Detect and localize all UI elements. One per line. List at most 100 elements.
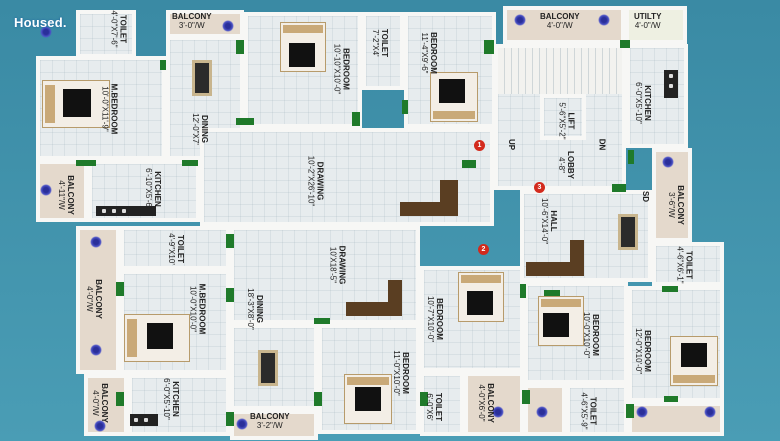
toilet-top-2 — [362, 12, 404, 90]
bed — [42, 80, 110, 128]
label-sd: SD — [641, 190, 651, 203]
sofa — [388, 280, 402, 316]
door — [352, 112, 360, 126]
plant-icon — [662, 156, 674, 168]
plant-icon — [90, 236, 102, 248]
plant-icon — [40, 26, 52, 38]
plant-icon — [598, 14, 610, 26]
door — [182, 160, 198, 166]
bed — [458, 272, 504, 322]
utility-room — [625, 6, 687, 44]
bedroom-bottom-1 — [420, 266, 524, 372]
door — [236, 118, 254, 125]
bed — [280, 22, 326, 72]
sofa — [440, 180, 458, 216]
bed — [124, 314, 190, 362]
label-dn: DN — [597, 138, 607, 151]
door — [544, 290, 560, 296]
toilet-top-left — [76, 10, 136, 58]
sofa — [570, 240, 584, 276]
door — [620, 40, 630, 48]
door — [628, 150, 634, 164]
plant-icon — [704, 406, 716, 418]
sofa — [526, 262, 584, 276]
brand-logo[interactable]: Housed. — [14, 15, 67, 30]
marker-3: 3 — [534, 182, 545, 193]
bed — [344, 374, 392, 424]
door — [314, 318, 330, 324]
kitchen-bottom — [128, 374, 230, 436]
staircase — [498, 48, 622, 94]
door — [522, 390, 530, 404]
door — [76, 160, 96, 166]
stove — [664, 70, 678, 98]
bed — [538, 296, 584, 346]
bed — [670, 336, 718, 386]
balcony-bottom-2 — [464, 372, 524, 436]
dining-table — [258, 350, 278, 386]
plant-icon — [40, 184, 52, 196]
door — [626, 404, 634, 418]
marker-1: 1 — [474, 140, 485, 151]
plant-icon — [514, 14, 526, 26]
door — [402, 100, 408, 114]
balcony-left-2 — [76, 226, 120, 374]
door — [314, 392, 322, 406]
door — [662, 286, 678, 292]
plant-icon — [492, 406, 504, 418]
lift-shaft — [540, 94, 586, 140]
door — [420, 392, 428, 406]
door — [160, 60, 166, 70]
dining-table — [618, 214, 638, 250]
door — [226, 288, 234, 302]
toilet-right — [652, 242, 724, 286]
door — [116, 282, 124, 296]
toilet-left-2 — [120, 226, 230, 270]
stove — [96, 206, 156, 216]
door — [116, 392, 124, 406]
door — [664, 396, 678, 402]
toilet-bottom — [420, 372, 464, 436]
bed — [430, 72, 478, 122]
door — [484, 40, 494, 54]
door — [520, 284, 526, 298]
door — [226, 412, 234, 426]
dining-table — [192, 60, 212, 96]
plant-icon — [536, 406, 548, 418]
plant-icon — [94, 420, 106, 432]
plant-icon — [236, 418, 248, 430]
plant-icon — [636, 406, 648, 418]
door — [462, 160, 476, 168]
